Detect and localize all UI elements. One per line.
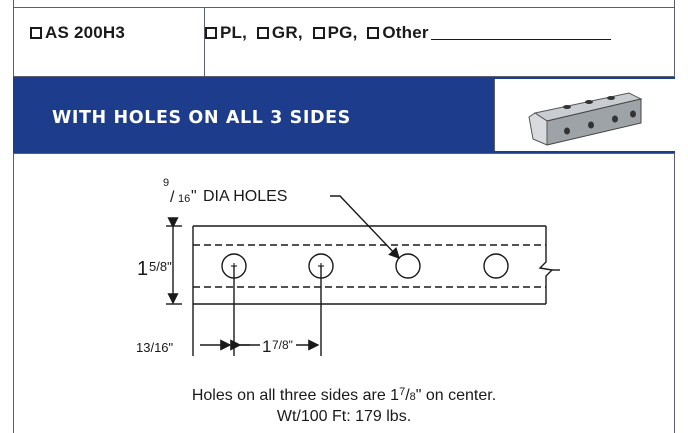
caption-pre: Holes on all three sides are 1 bbox=[191, 387, 400, 404]
checkbox-icon[interactable] bbox=[205, 27, 217, 39]
checkbox-icon[interactable] bbox=[367, 27, 380, 39]
svg-text:": " bbox=[191, 188, 197, 205]
svg-text:/: / bbox=[170, 189, 175, 206]
spec-frame bbox=[13, 0, 675, 433]
spacing-whole: 1 bbox=[262, 337, 271, 356]
finish-other: Other bbox=[382, 23, 429, 42]
edge-offset: 13/16" bbox=[136, 340, 174, 355]
break-line bbox=[538, 226, 554, 304]
caption-num: 7 bbox=[399, 386, 406, 398]
checkbox-icon[interactable] bbox=[312, 27, 325, 39]
hole-4 bbox=[483, 253, 509, 279]
channel-photo-icon bbox=[528, 92, 643, 146]
caption-line-2: Wt/100 Ft: 179 lbs. bbox=[276, 408, 412, 425]
hole-label-den: 16 bbox=[178, 193, 190, 205]
finish-pl: PL bbox=[220, 23, 243, 42]
model-label: AS 200H3 bbox=[45, 23, 126, 42]
checkbox-icon[interactable] bbox=[30, 27, 42, 39]
height-frac: 5/8" bbox=[149, 259, 172, 274]
hole-3 bbox=[395, 253, 421, 279]
options-divider bbox=[204, 8, 205, 76]
caption-den: 8 bbox=[409, 391, 416, 403]
band-title: WITH HOLES ON ALL 3 SIDES bbox=[52, 108, 351, 128]
checkbox-icon[interactable] bbox=[256, 27, 269, 39]
channel-photo bbox=[494, 79, 675, 151]
caption-post: " on center. bbox=[415, 387, 497, 404]
hole-label-num: 9 bbox=[163, 177, 169, 189]
finish-gr: GR bbox=[271, 23, 298, 42]
band-separator bbox=[13, 153, 675, 154]
finish-options: PL, GR, PG, Other bbox=[205, 23, 611, 43]
other-fill-line[interactable] bbox=[430, 39, 611, 40]
caption-line-1: Holes on all three sides are 17/8" on ce… bbox=[191, 386, 497, 404]
hole-label: DIA HOLES bbox=[203, 188, 287, 205]
finish-pg: PG bbox=[327, 23, 353, 42]
spacing-frac: 7/8" bbox=[272, 338, 293, 352]
model-option[interactable]: AS 200H3 bbox=[30, 23, 125, 43]
options-row bbox=[13, 7, 675, 77]
height-whole: 1 bbox=[137, 258, 148, 280]
hole-leader bbox=[330, 195, 400, 260]
